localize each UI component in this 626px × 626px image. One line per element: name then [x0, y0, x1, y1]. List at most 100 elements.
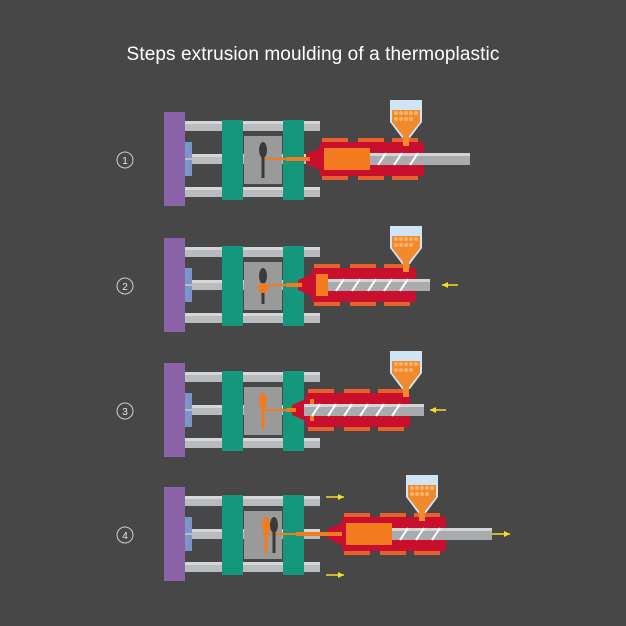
guide-block — [185, 160, 192, 176]
pellet — [404, 111, 408, 115]
heater-band — [358, 138, 384, 142]
pellet — [394, 362, 398, 366]
push-arrow-icon-head — [442, 282, 448, 288]
pellet — [409, 111, 413, 115]
step-number-label: 2 — [122, 282, 128, 293]
screw-flight — [367, 278, 377, 292]
step-badge-circle-icon — [116, 151, 134, 169]
diagram-title: Steps extrusion moulding of a thermoplas… — [126, 44, 500, 65]
screw-flight — [351, 278, 361, 292]
pellet — [399, 362, 403, 366]
nozzle-melt — [296, 532, 342, 536]
fixed-platen — [164, 238, 185, 332]
spoon-part-icon-bowl — [262, 517, 270, 533]
heater-band — [322, 176, 348, 180]
tie-bar — [184, 496, 320, 506]
pellet — [415, 492, 419, 496]
moving-mould-plate — [222, 246, 243, 326]
nozzle — [306, 147, 322, 171]
pellet — [409, 243, 413, 247]
pellet-feed — [403, 262, 409, 272]
pellet — [409, 117, 413, 121]
heater-band — [384, 302, 410, 306]
heater-band — [314, 264, 340, 268]
pellets — [392, 361, 420, 387]
pellet — [409, 362, 413, 366]
pellet — [399, 111, 403, 115]
push-arrow-icon-head — [430, 407, 436, 413]
fixed-platen — [164, 363, 185, 457]
guide-block — [185, 411, 192, 427]
open-arrow-icon-head — [338, 494, 344, 500]
tie-bar-highlight — [184, 562, 320, 565]
pellet-feed — [403, 387, 409, 397]
screw-flight — [375, 403, 385, 417]
step-badge-circle-icon — [116, 277, 134, 295]
tie-bar — [184, 121, 320, 131]
tie-bar — [184, 372, 320, 382]
pellet — [394, 368, 398, 372]
screw-flight — [383, 278, 393, 292]
tie-bar — [184, 187, 320, 197]
moving-mould-plate — [222, 495, 243, 575]
pellet — [425, 486, 429, 490]
screw-flight — [399, 527, 409, 541]
pellet — [394, 243, 398, 247]
screw-flight — [343, 403, 353, 417]
heater-band — [344, 513, 370, 517]
nozzle-melt — [286, 408, 296, 412]
guide-block — [185, 268, 192, 284]
heater-band — [322, 138, 348, 142]
pellet — [420, 492, 424, 496]
screw-flight — [415, 527, 425, 541]
pellet — [399, 237, 403, 241]
sprue-channel — [262, 533, 306, 535]
pellet — [410, 486, 414, 490]
pellet — [425, 492, 429, 496]
step-1: 1 — [116, 100, 470, 206]
screw-flight — [377, 152, 387, 166]
heater-band — [350, 302, 376, 306]
screw-highlight — [304, 404, 424, 407]
sprue-channel — [262, 409, 306, 411]
heater-band — [358, 176, 384, 180]
pellet — [399, 117, 403, 121]
pellet — [404, 368, 408, 372]
screw-flight — [393, 152, 403, 166]
tie-bar-highlight — [184, 247, 320, 250]
spoon-fill — [258, 283, 268, 293]
heater-band — [414, 513, 440, 517]
pellet — [399, 243, 403, 247]
pellet — [404, 237, 408, 241]
screw-flight — [311, 403, 321, 417]
heater-band — [392, 176, 418, 180]
pellet — [415, 486, 419, 490]
screw-flight — [391, 403, 401, 417]
pellet — [409, 237, 413, 241]
pellet — [394, 237, 398, 241]
heater-band — [314, 302, 340, 306]
screw-highlight — [328, 279, 430, 282]
pellet — [414, 362, 418, 366]
nozzle — [298, 273, 314, 297]
screw-flight — [335, 278, 345, 292]
fixed-platen — [164, 112, 185, 206]
spoon-part-icon-handle — [261, 407, 265, 429]
nozzle-melt — [286, 157, 310, 161]
moving-mould-plate — [222, 120, 243, 200]
heater-band — [344, 427, 370, 431]
pellet-feed — [403, 136, 409, 146]
step-number-label: 4 — [122, 531, 128, 542]
spoon-part-icon-bowl — [259, 142, 267, 158]
guide-block — [185, 535, 192, 551]
heater-band — [384, 264, 410, 268]
heater-band — [380, 513, 406, 517]
tie-bar — [184, 247, 320, 257]
heater-band — [378, 389, 404, 393]
step-number-label: 1 — [122, 156, 128, 167]
tie-bar-highlight — [184, 121, 320, 124]
pellet — [404, 117, 408, 121]
pellet — [404, 362, 408, 366]
heater-band — [344, 389, 370, 393]
